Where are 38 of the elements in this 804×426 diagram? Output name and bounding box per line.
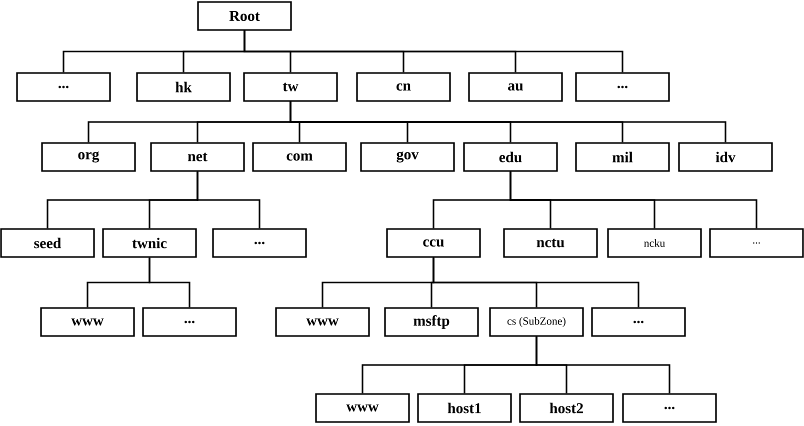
domain-box: ccu (386, 228, 481, 258)
domain-box: ncku (607, 228, 702, 258)
domain-box: mil (575, 142, 670, 172)
domain-box: net (150, 142, 245, 172)
domain-box: Root (197, 1, 292, 31)
domain-box: nctu (503, 228, 598, 258)
domain-box: ... (212, 228, 307, 258)
domain-box: www (40, 307, 135, 337)
domain-box: au (468, 72, 563, 102)
connector-line (148, 258, 190, 308)
domain-box: ... (591, 307, 686, 337)
connector-line (510, 172, 758, 228)
domain-box: tw (243, 72, 338, 102)
domain-box: gov (360, 142, 455, 172)
domain-box: edu (463, 142, 558, 172)
connector-line (536, 336, 670, 394)
domain-box: host2 (519, 393, 614, 423)
domain-box: hk (136, 72, 231, 102)
domain-box: ... (575, 72, 670, 102)
domain-box: cn (356, 72, 451, 102)
domain-box: seed (0, 228, 95, 258)
domain-box: host1 (417, 393, 512, 423)
domain-box: msftp (384, 307, 479, 337)
connector-line (290, 102, 726, 142)
domain-box: www (315, 393, 410, 423)
domain-box: twnic (102, 228, 197, 258)
domain-box: ... (142, 307, 237, 337)
domain-box: idv (678, 142, 773, 172)
connector-line (432, 258, 640, 308)
domain-box: com (252, 142, 347, 172)
domain-box: ... (16, 72, 111, 102)
connector-line (244, 30, 624, 72)
domain-box: ... (709, 228, 804, 258)
domain-box: ... (622, 393, 717, 423)
domain-box: www (275, 307, 370, 337)
connector-line (196, 172, 260, 228)
domain-box: org (41, 142, 136, 172)
domain-box: cs (SubZone) (489, 307, 584, 337)
